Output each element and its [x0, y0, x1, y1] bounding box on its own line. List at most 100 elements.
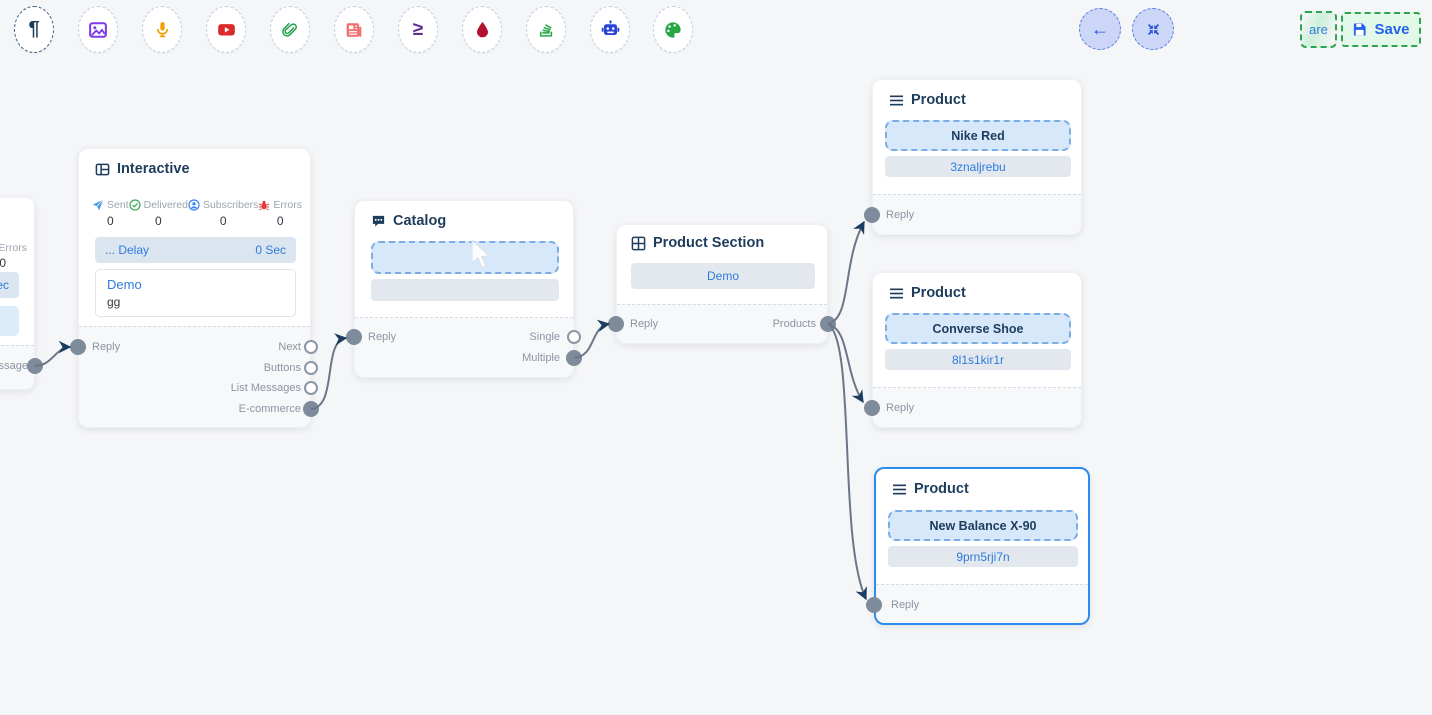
port-label-multiple: Multiple	[522, 352, 560, 364]
back-button[interactable]: ←	[1079, 8, 1121, 50]
paperclip-icon	[282, 22, 297, 37]
microphone-icon	[156, 22, 168, 38]
toolbar-sequence-button[interactable]: ≥	[398, 6, 438, 53]
product-section-title: Product Section	[653, 235, 765, 251]
body-title: Demo	[107, 277, 142, 292]
product-name-box[interactable]: Nike Red	[885, 120, 1071, 151]
interactive-body-box[interactable]: Demo gg	[95, 269, 296, 317]
port-label-single: Single	[529, 331, 560, 343]
product-section-body-text: Demo	[706, 269, 739, 283]
stat-delivered: Delivered 0	[128, 199, 188, 228]
product-retailer-id: 8l1s1kir1r	[951, 352, 1005, 367]
product-node-header: Product	[889, 285, 966, 301]
delay-bar[interactable]: ... Delay 0 Sec	[95, 237, 296, 263]
interactive-node-title: Interactive	[117, 161, 190, 177]
port-p1-reply[interactable]	[864, 207, 880, 223]
port-label-next: Next	[278, 341, 301, 353]
toolbar-drip-button[interactable]	[462, 6, 502, 53]
edge-multiple-to-product-section[interactable]	[573, 319, 611, 359]
port-label-ps-reply: Reply	[630, 318, 659, 330]
port-catalog-reply[interactable]	[346, 329, 362, 345]
delay-label: ... Delay	[105, 243, 150, 257]
port-list-messages[interactable]	[304, 381, 318, 395]
message-node-partial[interactable]: Errors 0 Sec	[0, 197, 35, 390]
product-node-footer	[873, 194, 1081, 234]
palette-icon	[665, 21, 681, 38]
catalog-node-footer	[355, 317, 573, 377]
edge-products-to-product-1[interactable]	[827, 220, 865, 325]
catalog-node-title: Catalog	[393, 213, 447, 229]
toolbar-attachment-button[interactable]	[270, 6, 310, 53]
port-label-buttons: Buttons	[263, 362, 301, 374]
product-retailer-id: 9prn5rji7n	[956, 549, 1010, 564]
product-node-3[interactable]: Product New Balance X-90 9prn5rji7n	[874, 467, 1090, 625]
port-p3-reply[interactable]	[866, 597, 882, 613]
interactive-node[interactable]: Interactive Sent 0 Delivered 0 Subscribe…	[78, 148, 311, 428]
catalog-node[interactable]: Catalog	[354, 200, 574, 378]
save-button[interactable]: Save	[1341, 12, 1421, 47]
product-section-body-box[interactable]: Demo	[631, 263, 815, 289]
toolbar-design-button[interactable]	[653, 6, 693, 53]
product-retailer-box[interactable]: 3znaljrebu	[885, 156, 1071, 177]
product-retailer-box[interactable]: 9prn5rji7n	[888, 546, 1078, 567]
product-name: Nike Red	[951, 128, 1005, 143]
pilcrow-icon: ¶	[28, 18, 40, 40]
message-node-footer	[0, 345, 34, 389]
product-node-header: Product	[889, 92, 966, 108]
toolbar-video-button[interactable]	[206, 6, 246, 53]
edge-products-to-product-3[interactable]	[827, 323, 867, 601]
port-interactive-reply[interactable]	[70, 339, 86, 355]
product-section-header: Product Section	[631, 235, 764, 251]
catalog-id-box[interactable]	[371, 279, 559, 301]
subscribers-icon	[188, 199, 200, 211]
product-retailer-id: 3znaljrebu	[950, 159, 1006, 174]
toolbar-stack-button[interactable]	[526, 6, 566, 53]
share-partial-label: are	[1309, 22, 1328, 37]
edge-ecommerce-to-catalog[interactable]	[310, 333, 348, 410]
product-name-box[interactable]: Converse Shoe	[885, 313, 1071, 344]
port-p2-reply[interactable]	[864, 400, 880, 416]
port-next[interactable]	[304, 340, 318, 354]
interactive-icon	[95, 163, 110, 175]
port-buttons[interactable]	[304, 361, 318, 375]
delay-value: Sec	[0, 278, 9, 292]
save-button-label: Save	[1374, 21, 1410, 38]
toolbar-text-button[interactable]: ¶	[14, 6, 54, 53]
port-ps-reply[interactable]	[608, 316, 624, 332]
toolbar-audio-button[interactable]	[142, 6, 182, 53]
product-retailer-box[interactable]: 8l1s1kir1r	[885, 349, 1071, 370]
compress-icon	[1147, 23, 1159, 35]
robot-icon	[601, 20, 619, 35]
stat-subscribers-value: 0	[219, 214, 227, 228]
port-label-p3-reply: Reply	[891, 599, 920, 611]
arrow-left-icon: ←	[1091, 18, 1109, 39]
product-node-1[interactable]: Product Nike Red 3znaljrebu	[872, 79, 1082, 235]
toolbar-image-button[interactable]	[78, 6, 118, 53]
edge-products-to-product-2[interactable]	[827, 323, 864, 404]
port-single[interactable]	[567, 330, 581, 344]
fit-view-button[interactable]	[1132, 8, 1174, 50]
product-section-node[interactable]: Product Section Demo	[616, 224, 828, 344]
port-label-products: Products	[772, 318, 816, 330]
port-label-list-messages: List Messages	[230, 382, 301, 394]
toolbar-template-button[interactable]	[334, 6, 374, 53]
port-label-interactive-reply: Reply	[92, 341, 121, 353]
edge-message-to-interactive[interactable]	[34, 340, 72, 367]
product-node-footer	[876, 584, 1088, 623]
stat-subscribers: Subscribers 0	[188, 199, 258, 228]
stat-errors: Errors 0	[258, 199, 302, 228]
message-body-box[interactable]	[0, 306, 19, 336]
product-icon	[890, 287, 903, 299]
catalog-select-box[interactable]	[371, 241, 559, 274]
sent-icon	[92, 199, 104, 211]
toolbar-chatbot-button[interactable]	[590, 6, 630, 53]
catalog-icon	[372, 215, 385, 227]
product-node-title: Product	[911, 285, 966, 301]
product-node-2[interactable]: Product Converse Shoe 8l1s1kir1r	[872, 272, 1082, 428]
share-button-partial[interactable]: are	[1300, 11, 1337, 48]
stack-icon	[539, 24, 552, 37]
product-name-box[interactable]: New Balance X-90	[888, 510, 1078, 541]
delay-bar[interactable]: Sec	[0, 272, 19, 298]
stat-errors-label: Errors	[0, 242, 27, 254]
